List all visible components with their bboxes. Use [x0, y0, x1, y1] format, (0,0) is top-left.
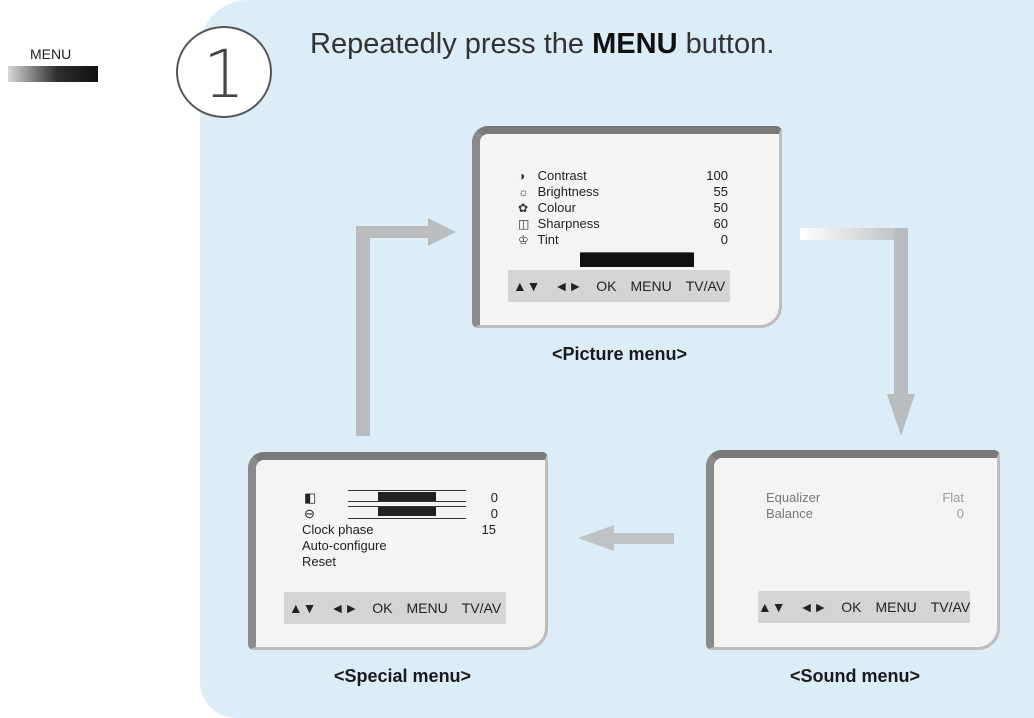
left-right-keys: ◄►	[799, 599, 828, 615]
menu-item-label: Colour	[537, 200, 576, 215]
up-down-keys: ▲▼	[757, 599, 786, 615]
picture-menu-caption: <Picture menu>	[552, 344, 688, 364]
instruction-prefix: Repeatedly press the	[310, 28, 593, 60]
horizontal-position-icon: ◧	[304, 490, 317, 505]
brightness-icon: ☼	[518, 185, 529, 199]
contrast-icon: ◑	[518, 169, 526, 183]
slider-fill	[378, 507, 436, 516]
tvav-key: TV/AV	[685, 278, 726, 294]
menu-button-bar	[8, 66, 98, 82]
sound-menu-screen: Equalizer Flat Balance 0 ▲▼ ◄► OK MENU T…	[706, 450, 1000, 650]
arrow-sound-to-special	[578, 525, 674, 551]
left-right-keys: ◄►	[554, 278, 583, 294]
sidebar-menu-label: MENU	[30, 46, 72, 62]
menu-item-tint: ♔ Tint	[518, 232, 559, 247]
vertical-position-icon: ⊖	[304, 506, 315, 521]
step-number: 1	[203, 36, 245, 113]
special-menu-navbar: ▲▼ ◄► OK MENU TV/AV	[284, 592, 506, 624]
menu-item-label: Contrast	[537, 168, 587, 183]
instruction-suffix: button.	[677, 28, 775, 60]
colour-icon: ✿	[518, 201, 529, 215]
up-down-keys: ▲▼	[288, 600, 317, 616]
slider-value: 0	[490, 506, 498, 521]
tvav-key: TV/AV	[461, 600, 502, 616]
step-instruction: Repeatedly press the MENU button.	[310, 28, 774, 61]
menu-key: MENU	[630, 278, 672, 294]
special-menu-caption: <Special menu>	[334, 666, 472, 686]
menu-item-label: Sharpness	[537, 216, 600, 231]
picture-level-bar	[580, 252, 694, 267]
menu-item-contrast: ◑ Contrast	[518, 168, 587, 183]
ok-key: OK	[372, 600, 393, 616]
sound-menu-caption: <Sound menu>	[790, 666, 921, 686]
menu-item-reset: Reset	[302, 554, 336, 569]
menu-key: MENU	[875, 599, 917, 615]
instruction-menu-keyword: MENU	[592, 28, 678, 60]
slider-track	[348, 506, 466, 507]
slider-track	[348, 518, 466, 519]
menu-item-value: 0	[720, 232, 728, 247]
slider-value: 0	[490, 490, 498, 505]
ok-key: OK	[596, 278, 617, 294]
slider-track	[348, 501, 466, 502]
arrow-special-to-picture	[356, 218, 456, 436]
menu-item-balance: Balance	[766, 506, 813, 521]
tint-icon: ♔	[518, 233, 529, 247]
menu-item-colour: ✿ Colour	[518, 200, 576, 215]
sharpness-icon: ◫	[518, 217, 530, 231]
menu-item-auto-configure: Auto-configure	[302, 538, 387, 553]
menu-item-brightness: ☼ Brightness	[518, 184, 599, 199]
menu-item-label: Brightness	[537, 184, 600, 199]
slider-fill	[378, 492, 436, 501]
menu-item-value: 55	[713, 184, 728, 199]
special-menu-screen: ◧ 0 ⊖ 0 Clock phase 15 Auto-configure Re…	[248, 452, 548, 650]
menu-item-value: 100	[706, 168, 728, 183]
menu-item-value: 15	[481, 522, 496, 537]
menu-item-label: Tint	[537, 232, 559, 247]
picture-menu-navbar: ▲▼ ◄► OK MENU TV/AV	[508, 270, 730, 302]
slider-track	[348, 490, 466, 491]
menu-item-sharpness: ◫ Sharpness	[518, 216, 600, 231]
left-right-keys: ◄►	[330, 600, 359, 616]
menu-item-value: 0	[956, 506, 964, 521]
tvav-key: TV/AV	[930, 599, 971, 615]
menu-item-value: Flat	[942, 490, 964, 505]
up-down-keys: ▲▼	[512, 278, 541, 294]
picture-menu-screen: ◑ Contrast 100 ☼ Brightness 55 ✿ Colour …	[472, 126, 782, 328]
arrow-picture-to-sound	[800, 228, 915, 436]
menu-item-clock-phase: Clock phase	[302, 522, 374, 537]
sound-menu-navbar: ▲▼ ◄► OK MENU TV/AV	[758, 591, 970, 623]
step-number-circle: 1	[176, 26, 272, 118]
menu-key: MENU	[406, 600, 448, 616]
menu-item-value: 60	[713, 216, 728, 231]
menu-item-equalizer: Equalizer	[766, 490, 821, 505]
ok-key: OK	[841, 599, 862, 615]
menu-item-value: 50	[713, 200, 728, 215]
